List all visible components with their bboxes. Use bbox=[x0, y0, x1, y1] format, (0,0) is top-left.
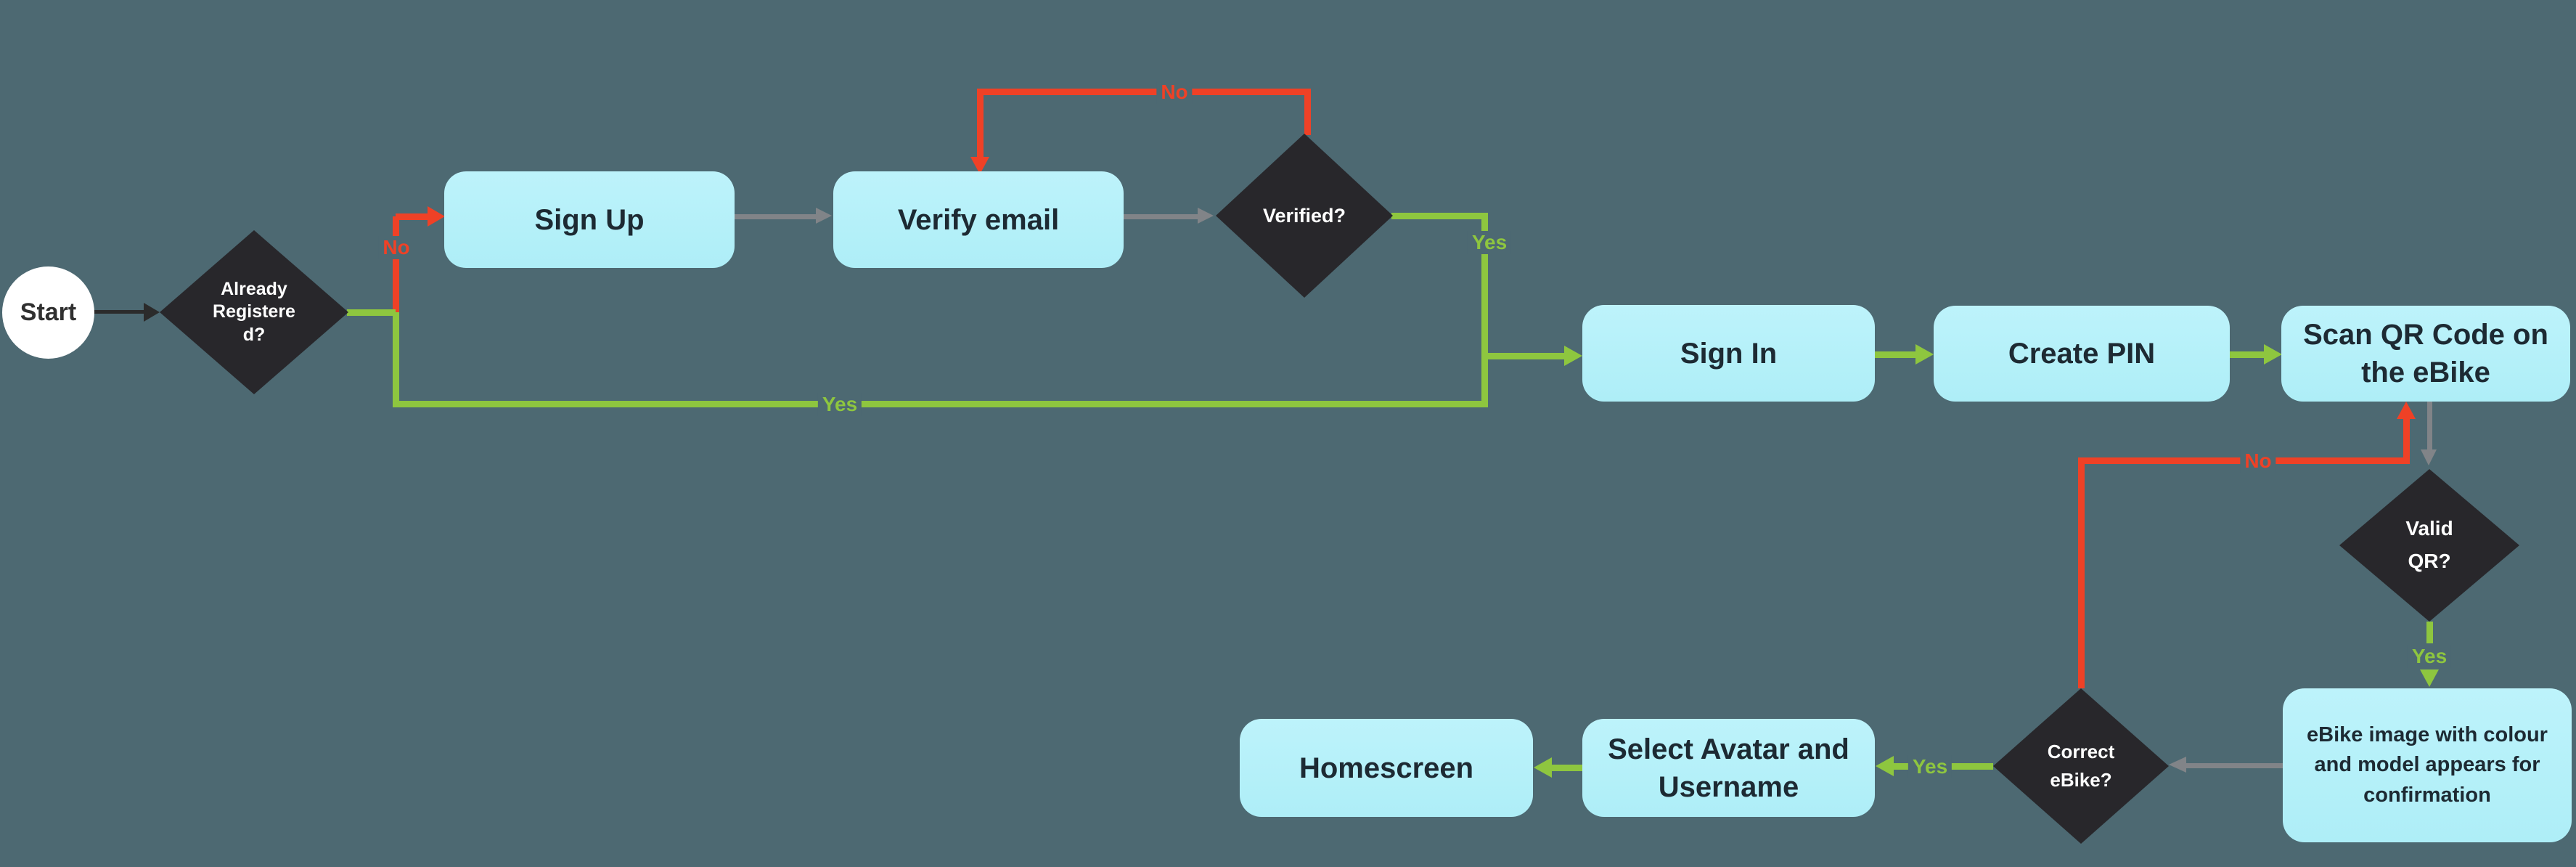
arrowhead-right-icon bbox=[428, 206, 445, 227]
connector-already-no-horizontal bbox=[396, 213, 428, 220]
node-sign-in[interactable]: Sign In bbox=[1582, 305, 1875, 402]
arrowhead-right-icon bbox=[816, 208, 832, 224]
connector-verified-no-down bbox=[977, 89, 984, 157]
arrowhead-right-icon bbox=[2264, 344, 2282, 365]
connector-verified-no-up bbox=[1304, 89, 1311, 135]
edge-label-correct-no: No bbox=[2240, 449, 2276, 473]
arrowhead-left-icon bbox=[1876, 756, 1894, 776]
connector-start-to-already bbox=[93, 310, 147, 314]
connector-verifyemail-to-verified bbox=[1124, 214, 1198, 219]
node-select-avatar-username[interactable]: Select Avatar and Username bbox=[1582, 719, 1875, 817]
connector-selectavatar-to-homescreen bbox=[1552, 765, 1584, 771]
node-correct-ebike[interactable]: Correct eBike? bbox=[1993, 688, 2169, 844]
connector-scanqr-to-validqr bbox=[2427, 402, 2432, 449]
arrowhead-right-icon bbox=[1198, 208, 1214, 224]
edge-label-already-yes: Yes bbox=[817, 393, 862, 416]
arrowhead-right-icon bbox=[1915, 344, 1934, 365]
arrowhead-left-icon bbox=[1534, 757, 1552, 778]
edge-label-verified-yes: Yes bbox=[1467, 231, 1512, 254]
connector-already-yes-stub bbox=[347, 309, 396, 316]
connector-already-yes-down bbox=[393, 312, 399, 407]
connector-already-yes-long bbox=[393, 401, 1484, 407]
connector-verified-yes-vertical bbox=[1481, 213, 1488, 359]
edge-label-validqr-yes: Yes bbox=[2407, 645, 2452, 668]
edge-label-verified-no: No bbox=[1156, 81, 1193, 104]
connector-correct-no-into-scanqr bbox=[2403, 419, 2410, 460]
arrowhead-left-icon bbox=[2169, 757, 2186, 773]
connector-already-yes-up bbox=[1481, 356, 1488, 407]
node-verified[interactable]: Verified? bbox=[1216, 134, 1393, 298]
node-create-pin[interactable]: Create PIN bbox=[1934, 306, 2230, 402]
connector-verified-yes-horizontal bbox=[1391, 213, 1484, 219]
node-sign-up[interactable]: Sign Up bbox=[444, 171, 735, 268]
connector-validqr-yes bbox=[2426, 622, 2433, 643]
connector-ebikeconfirm-to-correctebike bbox=[2186, 763, 2283, 768]
node-already-registered[interactable]: Already Registere d? bbox=[160, 230, 348, 394]
connector-signup-to-verifyemail bbox=[735, 214, 816, 219]
connector-already-no-vertical bbox=[393, 216, 399, 315]
node-homescreen[interactable]: Homescreen bbox=[1240, 719, 1533, 817]
node-valid-qr[interactable]: Valid QR? bbox=[2339, 469, 2519, 622]
node-verify-email[interactable]: Verify email bbox=[833, 171, 1124, 268]
arrowhead-right-icon bbox=[144, 303, 160, 322]
node-scan-qr-code[interactable]: Scan QR Code on the eBike bbox=[2281, 306, 2570, 402]
connector-verified-no-horizontal bbox=[977, 89, 1311, 95]
arrowhead-down-icon bbox=[2421, 449, 2437, 465]
connector-correct-no-up bbox=[2078, 457, 2085, 688]
connector-signin-to-createpin bbox=[1875, 351, 1915, 358]
arrowhead-right-icon bbox=[1564, 346, 1582, 366]
arrowhead-up-icon bbox=[2397, 402, 2416, 419]
node-start[interactable]: Start bbox=[2, 266, 94, 359]
arrowhead-down-icon bbox=[2420, 669, 2439, 687]
connector-into-signin bbox=[1481, 353, 1564, 359]
node-ebike-confirmation[interactable]: eBike image with colour and model appear… bbox=[2283, 688, 2572, 842]
edge-label-correct-yes: Yes bbox=[1908, 755, 1953, 778]
connector-createpin-to-scanqr bbox=[2230, 351, 2264, 358]
edge-label-already-no: No bbox=[378, 236, 414, 259]
